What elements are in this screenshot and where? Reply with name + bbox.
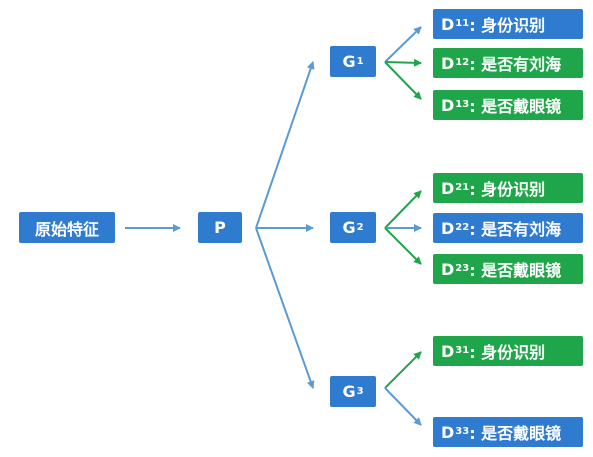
node-g1-main: G [342,52,356,71]
node-d33-text: : 是否戴眼镜 [469,424,562,443]
node-d13-text: : 是否戴眼镜 [469,97,562,116]
node-d23-text: : 是否戴眼镜 [469,261,562,280]
arrow-p-to-g3 [255,227,315,389]
node-g2-main: G [342,218,356,237]
node-d11-main: D [441,14,455,34]
arrow-g3-to-d31 [384,351,422,389]
node-d23-main: D [441,259,455,279]
node-d31-main: D [441,341,455,361]
node-d21-main: D [441,178,455,198]
node-root-label: 原始特征 [34,219,99,239]
node-d33-main: D [441,422,455,442]
node-d12-main: D [441,53,455,73]
node-p-label: P [214,218,226,237]
node-d13-main: D [441,95,455,115]
arrow-g2-to-d23 [384,227,422,265]
node-d22-text: : 是否有刘海 [469,220,562,239]
arrow-g1-to-d12 [384,58,422,67]
arrow-g1-to-d11 [384,26,422,63]
node-d22-main: D [441,218,455,238]
node-d31-text: : 身份识别 [469,343,546,362]
arrow-g1-to-d13 [384,61,422,100]
arrow-p-to-g1 [255,61,315,229]
arrow-g2-to-d21 [384,190,422,229]
node-root: 原始特征 [19,212,115,243]
node-g3-main: G [342,382,356,401]
node-d11-text: : 身份识别 [469,16,546,35]
node-p: P [198,212,242,243]
node-d12-text: : 是否有刘海 [469,55,562,74]
node-d21-text: : 身份识别 [469,180,546,199]
arrow-g3-to-d33 [384,387,422,426]
